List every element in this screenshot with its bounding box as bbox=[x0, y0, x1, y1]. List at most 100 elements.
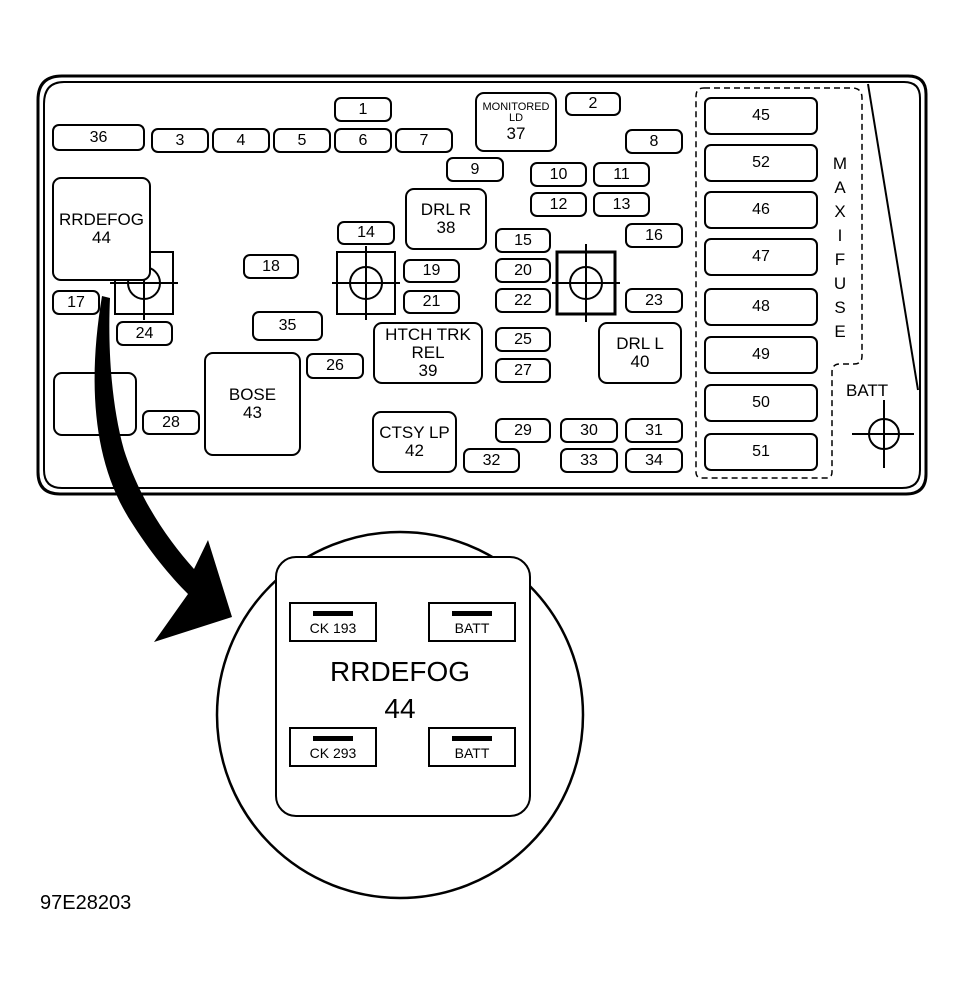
maxi-fuse-46[interactable]: 46 bbox=[704, 191, 818, 229]
relay-43-name: BOSE bbox=[228, 385, 277, 405]
fuse-13[interactable]: 13 bbox=[593, 192, 650, 217]
fuse-8[interactable]: 8 bbox=[625, 129, 683, 154]
detail-terminal-ck293: CK 293 bbox=[289, 727, 377, 767]
relay-42-ctsy-lp[interactable]: CTSY LP 42 bbox=[372, 411, 457, 473]
maxi-fuse-50[interactable]: 50 bbox=[704, 384, 818, 422]
fuse-15[interactable]: 15 bbox=[495, 228, 551, 253]
fuse-18[interactable]: 18 bbox=[243, 254, 299, 279]
fuse-28[interactable]: 28 bbox=[142, 410, 200, 435]
fuse-block-outer-outline bbox=[36, 74, 928, 496]
fuse-14[interactable]: 14 bbox=[337, 221, 395, 245]
fuse-34[interactable]: 34 bbox=[625, 448, 683, 473]
fuse-1[interactable]: 1 bbox=[334, 97, 392, 122]
fuse-2[interactable]: 2 bbox=[565, 92, 621, 116]
fuse-21[interactable]: 21 bbox=[403, 290, 460, 314]
callout-arrow-icon bbox=[94, 296, 232, 642]
fuse-17[interactable]: 17 bbox=[52, 290, 100, 315]
relay-39-htch-trk-rel[interactable]: HTCH TRK REL 39 bbox=[373, 322, 483, 384]
fuse-6[interactable]: 6 bbox=[334, 128, 392, 153]
fuse-29[interactable]: 29 bbox=[495, 418, 551, 443]
fuse-4[interactable]: 4 bbox=[212, 128, 270, 153]
housing-diagonal-line bbox=[867, 83, 919, 391]
relay-40-name: DRL L bbox=[616, 334, 664, 354]
fuse-31[interactable]: 31 bbox=[625, 418, 683, 443]
stud-44-icon bbox=[110, 246, 178, 320]
fuse-33[interactable]: 33 bbox=[560, 448, 618, 473]
relay-43-number: 43 bbox=[243, 403, 262, 422]
fuse-24[interactable]: 24 bbox=[116, 321, 173, 346]
fuse-36[interactable]: 36 bbox=[52, 124, 145, 151]
maxi-fuse-45[interactable]: 45 bbox=[704, 97, 818, 135]
fuse-11[interactable]: 11 bbox=[593, 162, 650, 187]
detail-terminal-label: CK 293 bbox=[309, 745, 357, 761]
fuse-12[interactable]: 12 bbox=[530, 192, 587, 217]
fuse-16[interactable]: 16 bbox=[625, 223, 683, 248]
detail-terminal-label: BATT bbox=[454, 745, 490, 761]
fuse-32[interactable]: 32 bbox=[463, 448, 520, 473]
maxi-fuse-title-letter: U bbox=[833, 274, 847, 293]
relay-44-name: RRDEFOG bbox=[59, 210, 144, 229]
relay-37-monitored-ld[interactable]: MONITORED LD 37 bbox=[475, 92, 557, 152]
maxi-fuse-title-letter: F bbox=[834, 250, 846, 269]
fuse-3[interactable]: 3 bbox=[151, 128, 209, 153]
relay-38-number: 38 bbox=[436, 218, 456, 237]
relay-40-drl-l[interactable]: DRL L 40 bbox=[598, 322, 682, 384]
relay-42-name: CTSY LP bbox=[379, 423, 450, 443]
detail-relay-number: 44 bbox=[384, 693, 416, 724]
relay-37-number: 37 bbox=[506, 123, 526, 143]
terminal-blade-icon bbox=[452, 611, 492, 616]
batt-label: BATT bbox=[846, 381, 889, 400]
relay-39-name-line2: REL bbox=[411, 343, 445, 363]
batt-stud-icon bbox=[852, 400, 914, 468]
detail-relay-name: RRDEFOG bbox=[330, 656, 470, 687]
fuse-7[interactable]: 7 bbox=[395, 128, 453, 153]
maxi-fuse-title: M A X I F U S E bbox=[830, 152, 850, 344]
maxi-fuse-title-letter: E bbox=[834, 322, 846, 341]
maxi-fuse-47[interactable]: 47 bbox=[704, 238, 818, 276]
detail-terminal-batt-top: BATT bbox=[428, 602, 516, 642]
detail-terminal-label: CK 193 bbox=[309, 620, 357, 636]
terminal-blade-icon bbox=[313, 736, 353, 741]
maxi-fuse-title-letter: M bbox=[832, 154, 848, 173]
fuse-22[interactable]: 22 bbox=[495, 288, 551, 313]
relay-37-name: MONITORED bbox=[482, 100, 550, 113]
fuse-27[interactable]: 27 bbox=[495, 358, 551, 383]
relay-42-number: 42 bbox=[405, 441, 424, 460]
detail-terminal-label: BATT bbox=[454, 620, 490, 636]
maxi-fuse-48[interactable]: 48 bbox=[704, 288, 818, 326]
maxi-fuse-title-letter: A bbox=[834, 178, 846, 197]
relay-38-drl-r[interactable]: DRL R 38 bbox=[405, 188, 487, 250]
relay-39-number: 39 bbox=[418, 360, 438, 380]
fuse-19[interactable]: 19 bbox=[403, 259, 460, 283]
maxi-fuse-title-letter: S bbox=[834, 298, 846, 317]
detail-terminal-batt-bottom: BATT bbox=[428, 727, 516, 767]
terminal-blade-icon bbox=[313, 611, 353, 616]
maxi-fuse-title-letter: X bbox=[834, 202, 846, 221]
detail-terminal-ck193: CK 193 bbox=[289, 602, 377, 642]
relay-43-bose[interactable]: BOSE 43 bbox=[204, 352, 301, 456]
maxi-fuse-51[interactable]: 51 bbox=[704, 433, 818, 471]
maxi-fuse-49[interactable]: 49 bbox=[704, 336, 818, 374]
relay-40-number: 40 bbox=[630, 352, 650, 371]
terminal-blade-icon bbox=[452, 736, 492, 741]
fuse-26[interactable]: 26 bbox=[306, 353, 364, 379]
maxi-fuse-dashed-region bbox=[695, 87, 863, 479]
stud-center-icon bbox=[332, 246, 400, 320]
fuse-5[interactable]: 5 bbox=[273, 128, 331, 153]
stud-right-icon bbox=[552, 244, 620, 322]
fuse-block-inner-outline bbox=[43, 81, 921, 489]
figure-id: 97E28203 bbox=[40, 892, 132, 914]
fuse-10[interactable]: 10 bbox=[530, 162, 587, 187]
fuse-20[interactable]: 20 bbox=[495, 258, 551, 283]
relay-38-name: DRL R bbox=[420, 200, 472, 220]
maxi-fuse-title-letter: I bbox=[837, 226, 843, 245]
fuse-35[interactable]: 35 bbox=[252, 311, 323, 341]
relay-44-rrdefog[interactable]: RRDEFOG 44 bbox=[52, 177, 151, 281]
fuse-23[interactable]: 23 bbox=[625, 288, 683, 313]
relay-37-name-line2: LD bbox=[508, 112, 524, 125]
fuse-30[interactable]: 30 bbox=[560, 418, 618, 443]
fuse-25[interactable]: 25 bbox=[495, 327, 551, 352]
relay-39-name: HTCH TRK bbox=[385, 325, 471, 345]
maxi-fuse-52[interactable]: 52 bbox=[704, 144, 818, 182]
fuse-9[interactable]: 9 bbox=[446, 157, 504, 182]
